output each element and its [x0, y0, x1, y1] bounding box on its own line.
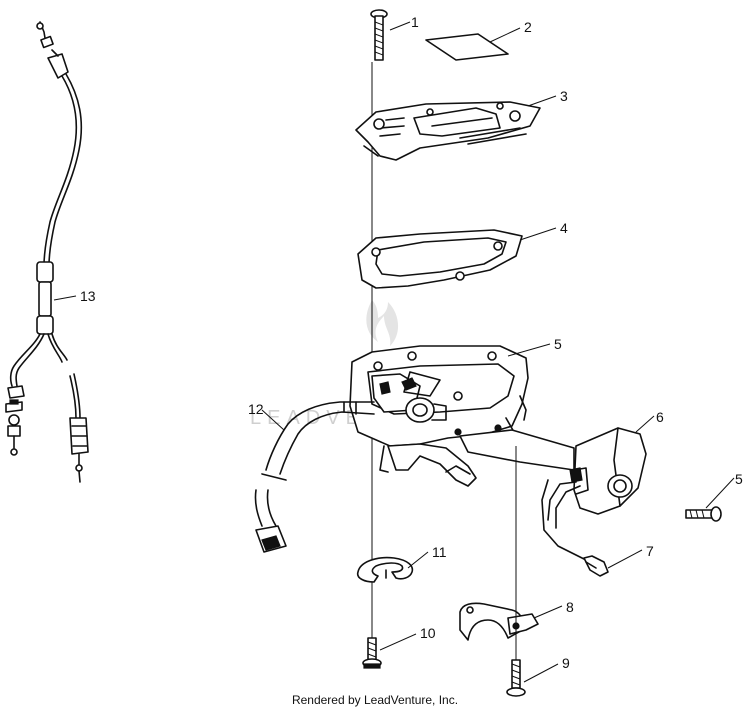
- switch-housing-part-6: [459, 427, 647, 561]
- callout-7: 7: [646, 543, 654, 559]
- screw-part-1: [370, 9, 388, 61]
- decal-part-2: [425, 33, 509, 61]
- throttle-cable-assembly: [5, 21, 89, 483]
- kill-switch-harness-part-12: [254, 401, 375, 553]
- callout-leaders: [53, 21, 735, 683]
- callout-10: 10: [420, 625, 436, 641]
- callout-12: 12: [248, 401, 264, 417]
- callout-3: 3: [560, 88, 568, 104]
- screw-part-9: [506, 659, 526, 697]
- callout-labels: 1 2 3 4 5 6 5 7 8 9 10 11 12 13: [80, 14, 743, 671]
- throttle-housing-part-5: [349, 345, 529, 487]
- cover-part-3: [355, 101, 541, 161]
- callout-5b: 5: [735, 471, 743, 487]
- clip-part-11: [356, 556, 414, 583]
- callout-9: 9: [562, 655, 570, 671]
- clamp-part-8: [459, 602, 539, 641]
- screw-part-10: [362, 637, 382, 669]
- callout-2: 2: [524, 19, 532, 35]
- callout-4: 4: [560, 220, 568, 236]
- gasket-part-4: [357, 229, 523, 289]
- footer-credit: Rendered by LeadVenture, Inc.: [291, 693, 459, 707]
- screw-part-5b: [685, 506, 722, 522]
- callout-8: 8: [566, 599, 574, 615]
- callout-5: 5: [554, 336, 562, 352]
- callout-13: 13: [80, 288, 96, 304]
- callout-6: 6: [656, 409, 664, 425]
- bulb-part-7: [583, 555, 609, 577]
- callout-1: 1: [411, 14, 419, 30]
- callout-11: 11: [432, 544, 447, 560]
